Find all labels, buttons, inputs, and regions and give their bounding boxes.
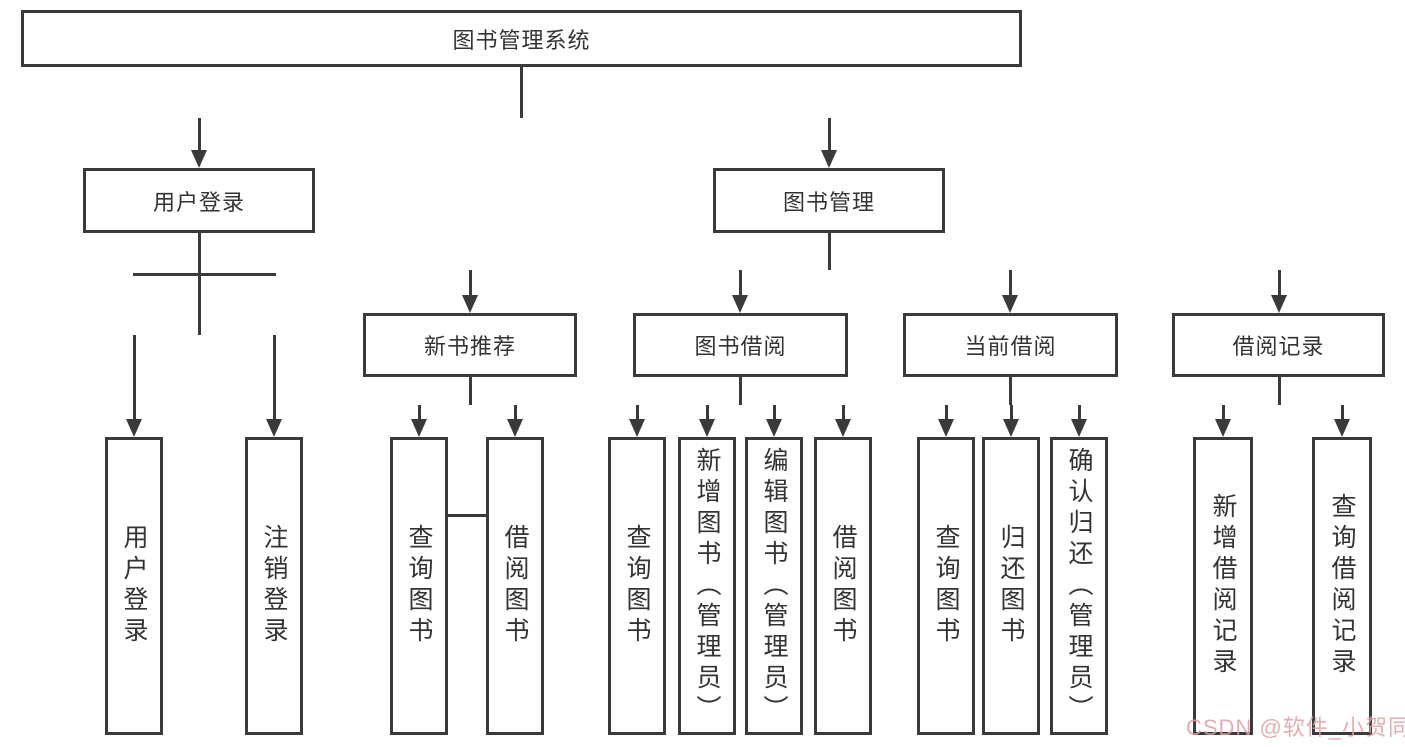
arrowhead-down-icon	[1003, 419, 1019, 437]
arrow-stem	[1221, 405, 1225, 423]
arrow-stem	[705, 405, 709, 423]
arrowhead-down-icon	[1071, 419, 1087, 437]
arrowhead-down-icon	[732, 295, 748, 313]
connector-vline	[1277, 377, 1281, 405]
node-edit-book: 编辑图书（管理员）	[745, 437, 803, 735]
node-label: 新书推荐	[423, 334, 516, 359]
node-query-borrow-record: 查询借阅记录	[1312, 437, 1372, 735]
node-book-borrow: 图书借阅	[633, 313, 848, 377]
node-label: 注销登录	[260, 524, 288, 648]
node-current-borrow: 当前借阅	[903, 313, 1118, 377]
arrow-stem	[1340, 405, 1344, 423]
node-label: 查询图书	[405, 524, 433, 648]
node-label: 图书借阅	[694, 334, 787, 359]
node-label: 图书管理	[782, 189, 875, 215]
node-query-book-current: 查询图书	[917, 437, 975, 735]
node-new-book-rec: 新书推荐	[363, 313, 577, 377]
arrow-stem	[1077, 405, 1081, 423]
arrow-stem	[197, 118, 201, 154]
connector-vline	[827, 233, 831, 270]
csdn-watermark: CSDN @软件_小贺同学	[1186, 715, 1405, 740]
node-query-book-rec: 查询图书	[390, 437, 448, 735]
arrow-stem	[1277, 270, 1281, 299]
node-label: 借阅图书	[829, 524, 857, 648]
arrowhead-down-icon	[629, 419, 645, 437]
node-label: 确认归还（管理员）	[1065, 446, 1093, 726]
arrowhead-down-icon	[126, 419, 142, 437]
arrow-stem	[513, 405, 517, 423]
node-root: 图书管理系统	[21, 10, 1022, 67]
arrowhead-down-icon	[411, 419, 427, 437]
connector-vline	[738, 377, 742, 405]
node-user-login: 用户登录	[83, 168, 315, 233]
arrowhead-down-icon	[938, 419, 954, 437]
node-label: 用户登录	[152, 189, 245, 215]
node-label: 查询图书	[623, 524, 651, 648]
node-label: 用户登录	[120, 524, 148, 648]
connector-hline	[132, 272, 276, 276]
node-label: 借阅图书	[501, 524, 529, 648]
node-label: 借阅记录	[1232, 334, 1325, 359]
node-login: 用户登录	[105, 437, 163, 735]
node-label: 图书管理系统	[452, 27, 591, 53]
arrow-stem	[841, 405, 845, 423]
arrow-stem	[738, 270, 742, 299]
arrow-stem	[468, 270, 472, 299]
node-add-borrow-record: 新增借阅记录	[1193, 437, 1253, 735]
arrow-stem	[772, 405, 776, 423]
connector-vline	[468, 377, 472, 405]
arrow-stem	[635, 405, 639, 423]
arrowhead-down-icon	[266, 419, 282, 437]
node-query-book-borrow: 查询图书	[608, 437, 666, 735]
node-add-book: 新增图书（管理员）	[678, 437, 736, 735]
arrow-stem	[944, 405, 948, 423]
connector-hline	[417, 513, 517, 517]
node-label: 查询图书	[932, 524, 960, 648]
arrow-stem	[827, 118, 831, 154]
arrowhead-down-icon	[507, 419, 523, 437]
node-logout: 注销登录	[245, 437, 303, 735]
node-label: 新增图书（管理员）	[693, 446, 721, 726]
node-borrow-book: 借阅图书	[814, 437, 872, 735]
arrow-stem	[272, 335, 276, 423]
node-label: 查询借阅记录	[1328, 493, 1356, 679]
connector-vline	[519, 67, 523, 118]
node-label: 编辑图书（管理员）	[760, 446, 788, 726]
arrowhead-down-icon	[699, 419, 715, 437]
arrow-stem	[1009, 405, 1013, 423]
node-label: 当前借阅	[964, 334, 1057, 359]
arrowhead-down-icon	[766, 419, 782, 437]
node-label: 归还图书	[997, 524, 1025, 648]
node-book-mgmt: 图书管理	[713, 168, 945, 233]
node-borrow-book-rec: 借阅图书	[486, 437, 544, 735]
arrowhead-down-icon	[835, 419, 851, 437]
connector-vline	[197, 233, 201, 335]
arrowhead-down-icon	[1334, 419, 1350, 437]
arrow-stem	[1008, 270, 1012, 299]
connector-vline	[1008, 377, 1012, 405]
node-label: 新增借阅记录	[1209, 493, 1237, 679]
arrowhead-down-icon	[1215, 419, 1231, 437]
arrowhead-down-icon	[462, 295, 478, 313]
arrow-stem	[417, 405, 421, 423]
arrowhead-down-icon	[821, 150, 837, 168]
node-return-book: 归还图书	[982, 437, 1040, 735]
arrowhead-down-icon	[191, 150, 207, 168]
node-confirm-return: 确认归还（管理员）	[1050, 437, 1108, 735]
arrowhead-down-icon	[1271, 295, 1287, 313]
node-borrow-records: 借阅记录	[1172, 313, 1385, 377]
arrowhead-down-icon	[1002, 295, 1018, 313]
arrow-stem	[132, 335, 136, 423]
